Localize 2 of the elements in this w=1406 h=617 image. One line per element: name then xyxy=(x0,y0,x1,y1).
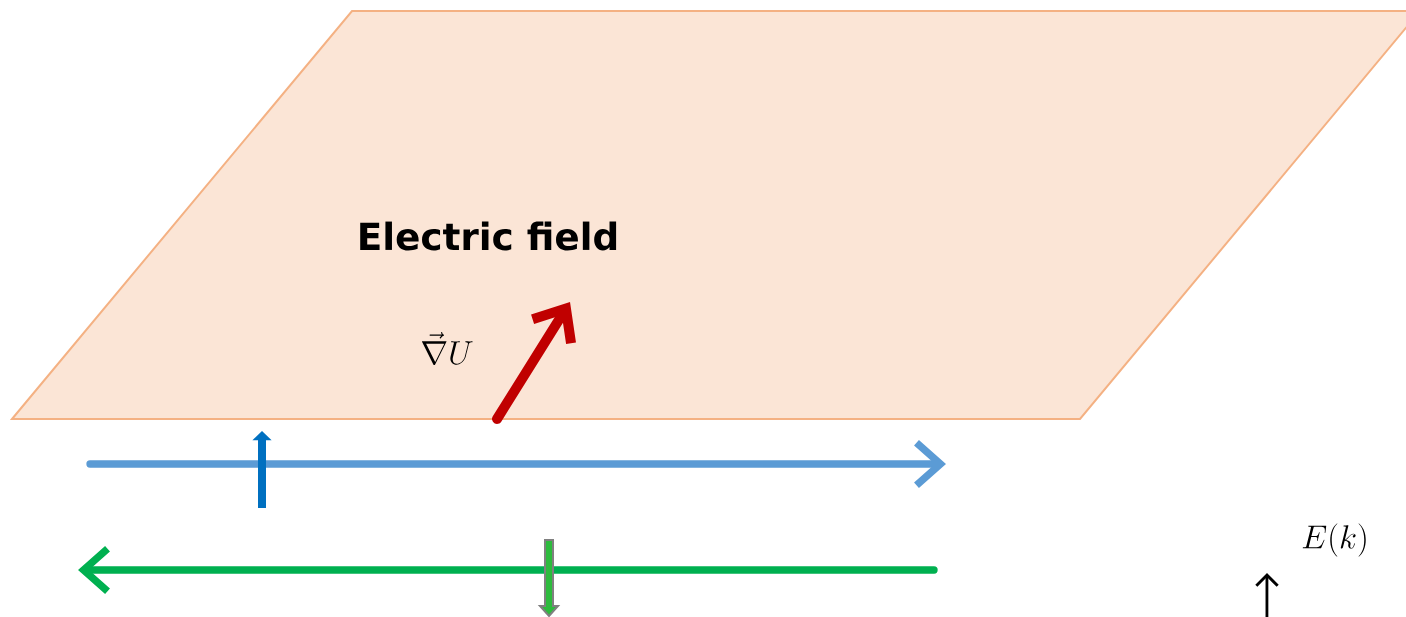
math-label: $E(k)$ xyxy=(1302,523,1366,557)
math-label: $\vec{\nabla} U$ xyxy=(422,331,473,366)
